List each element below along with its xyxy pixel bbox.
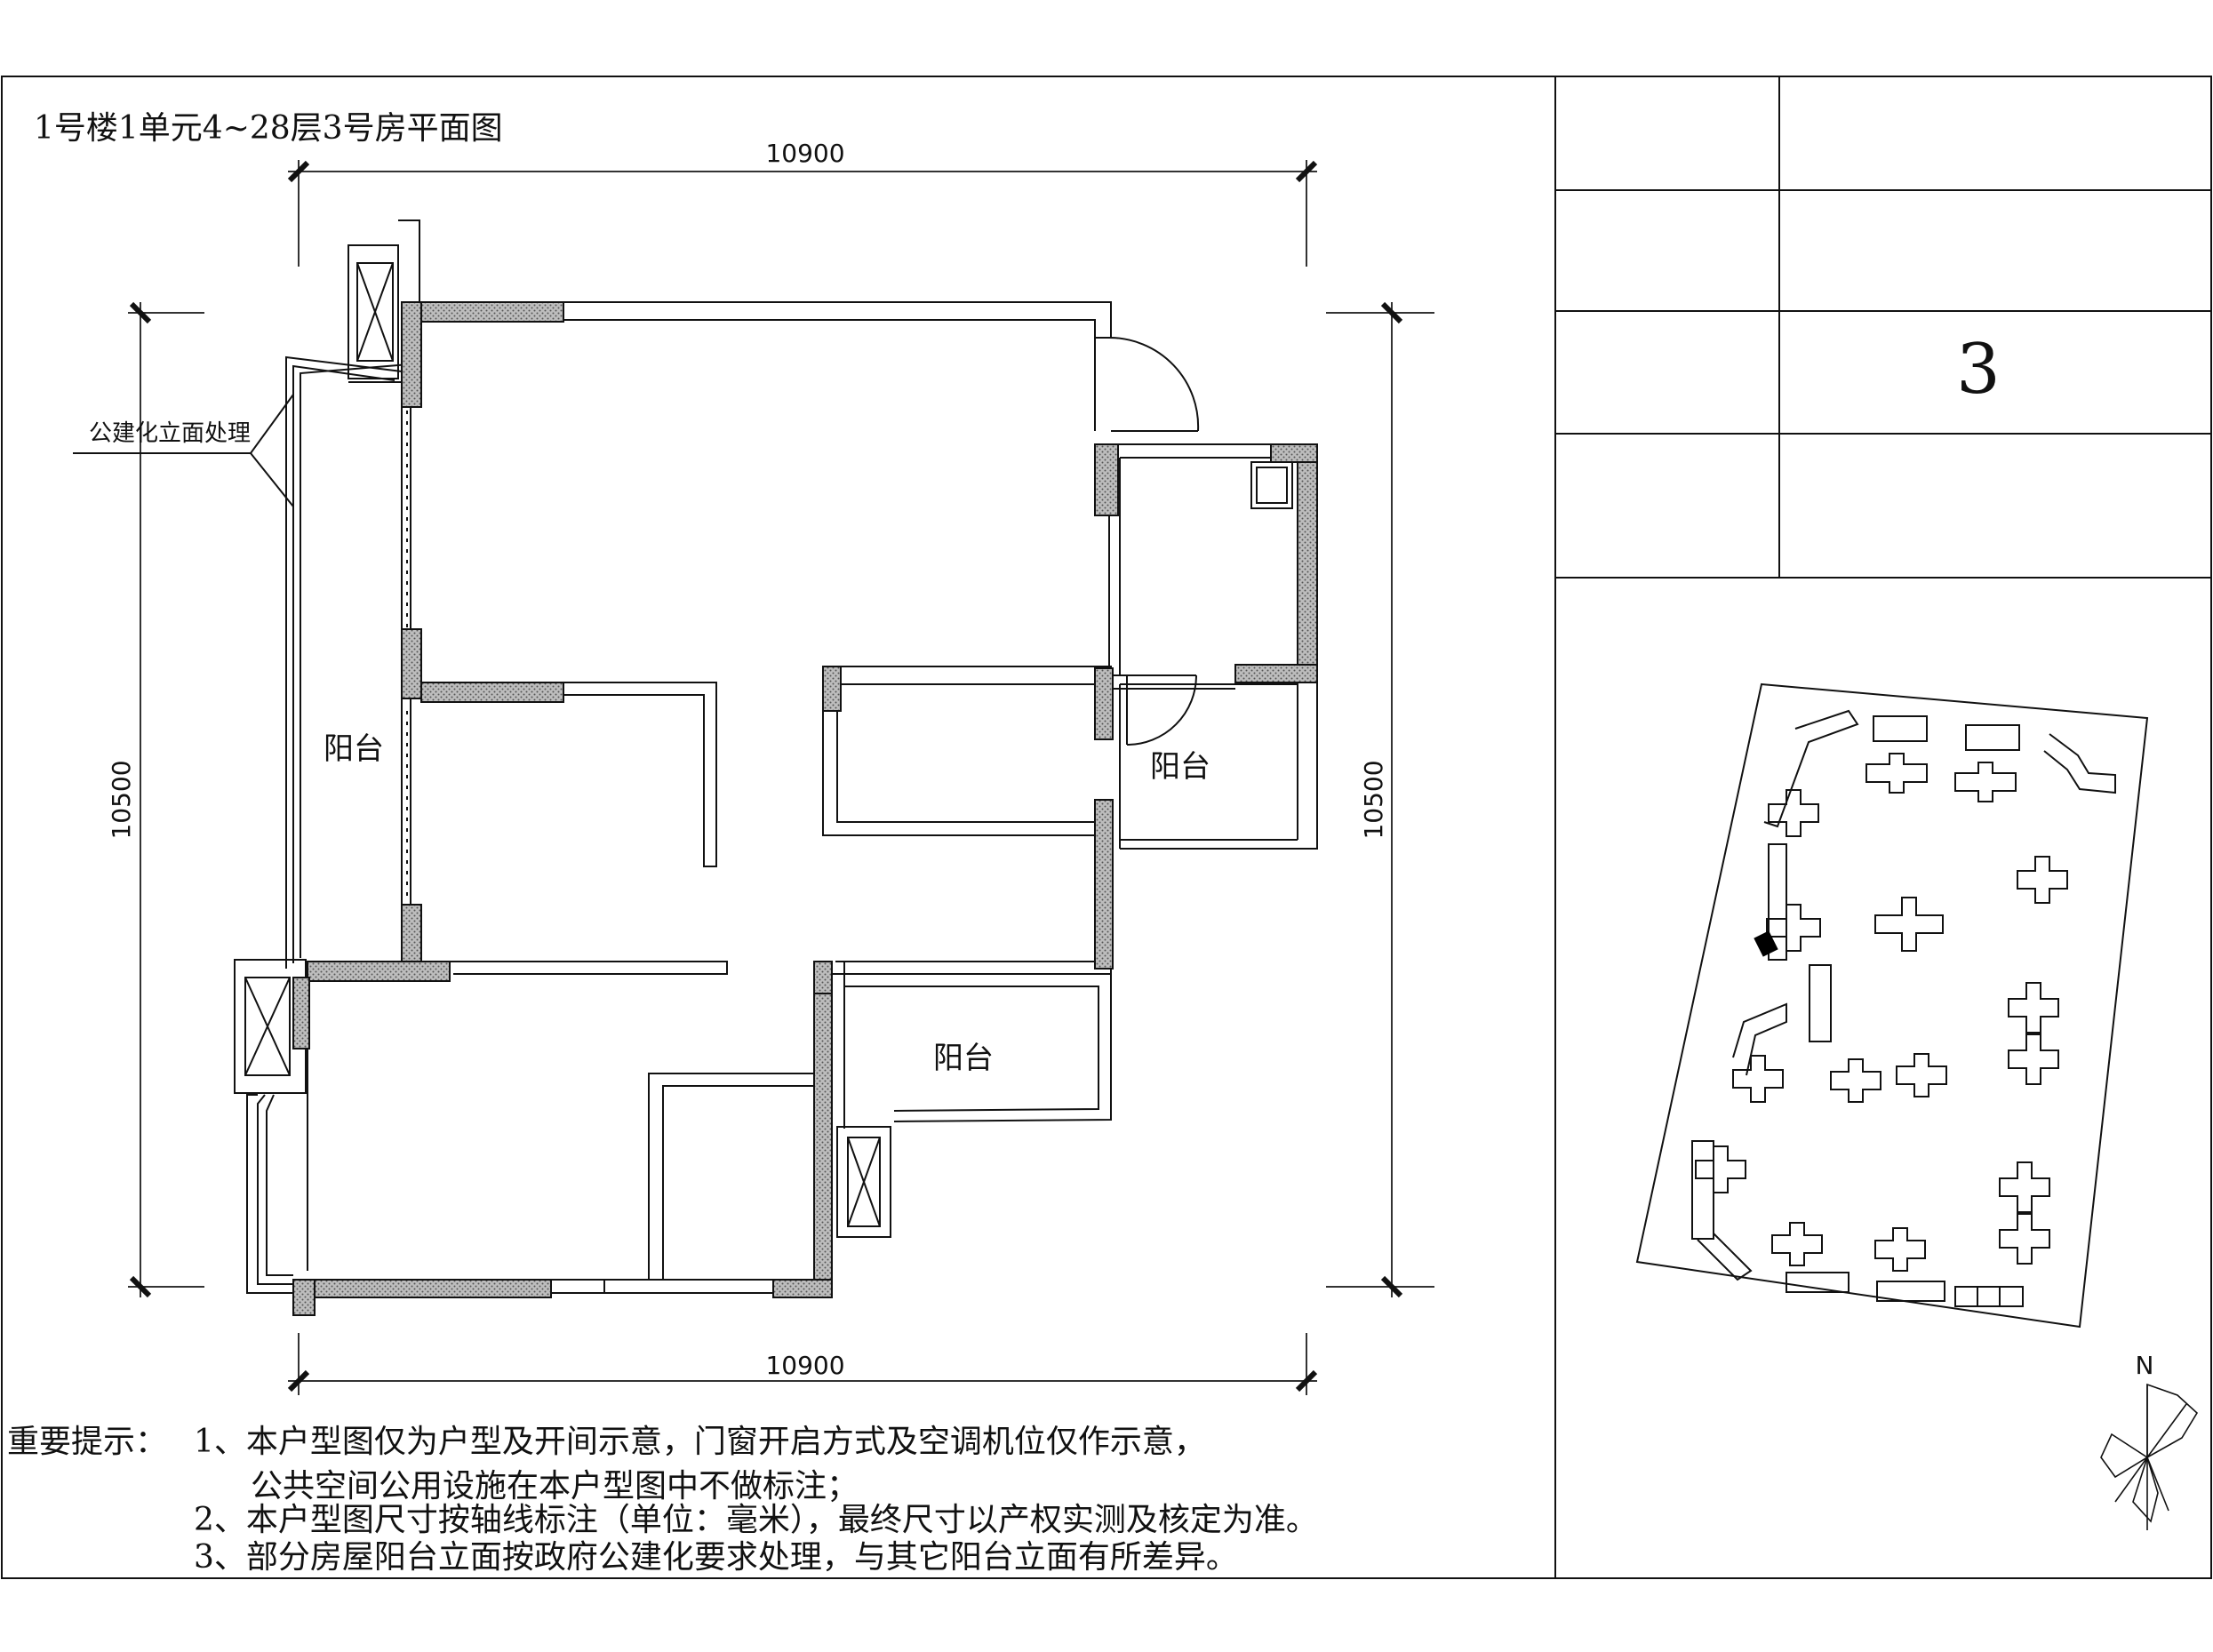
facade-annotation: 公建化立面处理 xyxy=(89,420,251,447)
dimension-left: 10500 xyxy=(107,760,136,839)
north-label: N xyxy=(2136,1351,2154,1380)
notes-heading: 重要提示： xyxy=(7,1424,167,1460)
facade-annotation-leader xyxy=(73,394,294,507)
highlighted-building-marker xyxy=(1754,930,1778,957)
sheet-frame xyxy=(1,76,2212,1579)
room-label-balcony-west: 阳台 xyxy=(324,731,384,767)
title-block-table xyxy=(1555,76,2211,579)
dimension-lines xyxy=(128,160,1434,1395)
plan-title: 1号楼1单元4~28层3号房平面图 xyxy=(34,110,503,147)
structural-walls xyxy=(292,301,1318,1316)
note-line-1: 1、本户型图仅为户型及开间示意，门窗开启方式及空调机位仅作示意， xyxy=(194,1424,1206,1460)
dimension-right: 10500 xyxy=(1359,760,1388,839)
room-label-balcony-south: 阳台 xyxy=(933,1041,994,1076)
note-line-2: 2、本户型图尺寸按轴线标注（单位：毫米），最终尺寸以产权实测及核定为准。 xyxy=(194,1502,1318,1538)
dimension-bottom: 10900 xyxy=(765,1351,844,1380)
site-plan xyxy=(1635,682,2149,1329)
note-line-3: 3、部分房屋阳台立面按政府公建化要求处理，与其它阳台立面有所差异。 xyxy=(194,1539,1238,1576)
dimension-top: 10900 xyxy=(765,139,844,168)
unit-number-cell: 3 xyxy=(1956,330,2001,410)
room-label-balcony-east: 阳台 xyxy=(1150,749,1210,785)
note-line-1-continued: 公共空间公用设施在本户型图中不做标注； xyxy=(251,1468,859,1504)
north-compass-icon xyxy=(2100,1383,2199,1530)
